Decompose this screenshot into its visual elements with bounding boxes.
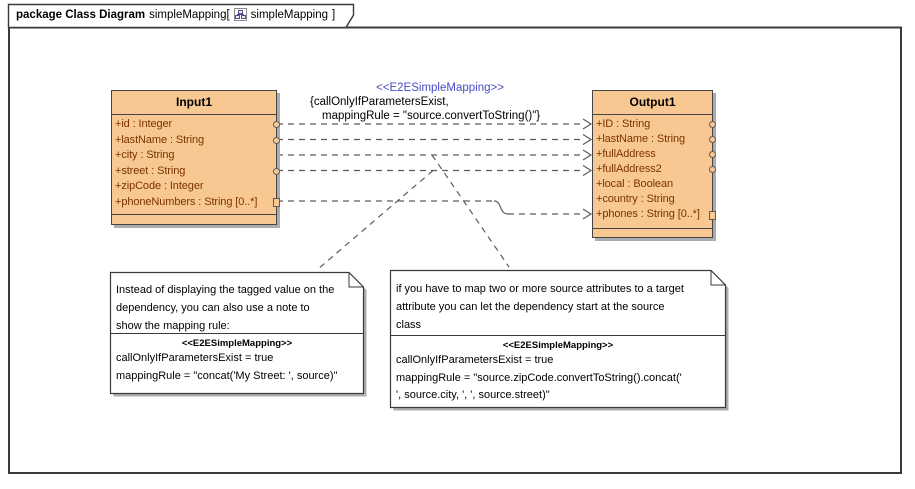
frame-keyword: package Class Diagram xyxy=(16,8,146,21)
link-port-icon xyxy=(273,167,280,175)
attribute-ID[interactable]: +ID : String xyxy=(593,117,716,132)
note-left-tags: callOnlyIfParametersExist = true mapping… xyxy=(116,352,338,382)
link-port-icon xyxy=(709,136,716,143)
class-output1-name: Output1 xyxy=(593,91,712,115)
frame-context-name: simpleMapping[ xyxy=(149,8,230,21)
note-anchor-right[interactable] xyxy=(431,154,510,268)
attribute-phones[interactable]: +phones : String [0..*] xyxy=(593,207,716,222)
arrowhead-icon xyxy=(582,149,593,161)
diagram-frame xyxy=(8,26,902,474)
link-port-icon xyxy=(273,121,280,129)
frame-name-tab[interactable] xyxy=(7,3,355,29)
link-port-icon xyxy=(709,166,716,173)
dependency-label[interactable]: <<E2ESimpleMapping>> {callOnlyIfParamete… xyxy=(310,81,570,123)
attribute-country[interactable]: +country : String xyxy=(596,193,675,205)
dependency-tag-line1: {callOnlyIfParametersExist, xyxy=(310,96,449,108)
arrowhead-icon xyxy=(582,208,593,220)
attribute-street[interactable]: +street : String xyxy=(112,164,280,180)
attribute-city[interactable]: +city : String xyxy=(115,149,175,161)
class-output1[interactable]: Output1 +ID : String +lastName : String … xyxy=(592,90,716,238)
attribute-zipCode[interactable]: +zipCode : Integer xyxy=(115,180,204,192)
link-port-icon xyxy=(709,151,716,158)
frame-tab-bracket: ] xyxy=(332,8,336,21)
line-jump-icon xyxy=(493,200,509,215)
note-left-stereotype: <<E2ESimpleMapping>> xyxy=(181,338,293,349)
multi-link-port-icon xyxy=(709,210,716,220)
multi-link-port-icon xyxy=(273,198,280,208)
link-port-icon xyxy=(709,121,716,128)
note-left-fold-icon xyxy=(348,272,364,288)
note-left-body: Instead of displaying the tagged value o… xyxy=(116,284,335,332)
attribute-fullAddress2[interactable]: +fullAddress2 xyxy=(593,162,716,177)
arrowhead-icon xyxy=(582,118,593,130)
operations-compartment xyxy=(593,228,712,238)
note-right-tags: callOnlyIfParametersExist = true mapping… xyxy=(396,354,682,401)
note-right-stereotype: <<E2ESimpleMapping>> xyxy=(502,340,614,351)
dependency-stereotype: <<E2ESimpleMapping>> xyxy=(376,82,504,94)
operations-compartment xyxy=(112,214,276,225)
attribute-local[interactable]: +local : Boolean xyxy=(596,178,673,190)
note-anchor-left[interactable] xyxy=(317,170,434,270)
link-port-icon xyxy=(273,136,280,144)
attribute-lastName[interactable]: +lastName : String xyxy=(112,133,280,149)
attribute-id[interactable]: +id : Integer xyxy=(112,117,280,133)
class-diagram-icon xyxy=(233,8,247,21)
class-input1-name: Input1 xyxy=(112,91,276,115)
note-right-shape[interactable] xyxy=(389,269,727,409)
attribute-lastName-out[interactable]: +lastName : String xyxy=(593,132,716,147)
attribute-fullAddress[interactable]: +fullAddress xyxy=(593,147,716,162)
note-right-body: if you have to map two or more source at… xyxy=(396,283,684,331)
dependency-tag-line2: mappingRule = "source.convertToString()"… xyxy=(322,110,541,122)
note-right-fold-icon xyxy=(710,270,726,286)
arrowhead-icon xyxy=(582,133,593,146)
frame-tab-name: simpleMapping xyxy=(250,8,329,21)
arrowhead-icon xyxy=(582,164,593,177)
attribute-phoneNumbers[interactable]: +phoneNumbers : String [0..*] xyxy=(112,195,280,211)
class-input1[interactable]: Input1 +id : Integer +lastName : String … xyxy=(111,90,280,225)
frame-tab-label: package Class Diagram simpleMapping[ sim… xyxy=(16,8,335,21)
